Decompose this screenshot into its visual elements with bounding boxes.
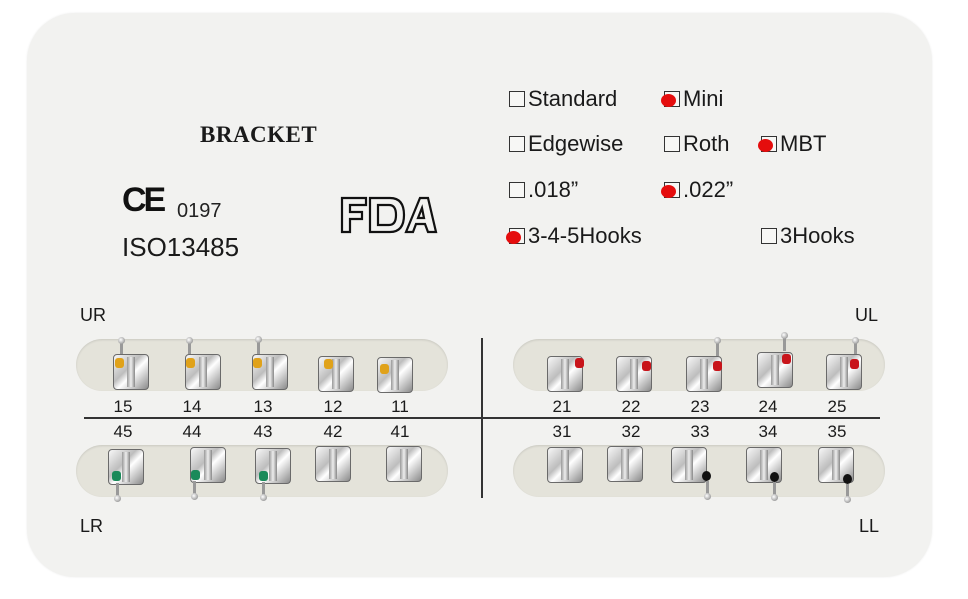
checkbox-checked-icon[interactable]: [661, 182, 680, 198]
iso-certification: ISO13485: [122, 232, 240, 262]
hook-icon: [771, 482, 778, 501]
hook-icon: [781, 332, 788, 351]
hook-icon: [255, 336, 262, 355]
color-id-dot: [253, 358, 262, 368]
tooth-number: 43: [253, 422, 273, 441]
checkbox-checked-icon[interactable]: [506, 228, 525, 244]
hook-icon: [186, 337, 193, 356]
bracket-35: [818, 447, 854, 483]
color-id-dot: [324, 359, 333, 369]
option-3-4-5-hooks[interactable]: 3-4-5Hooks: [506, 223, 642, 249]
tooth-number: 14: [182, 397, 202, 416]
bracket-32: [607, 446, 643, 482]
bracket-31: [547, 447, 583, 483]
hook-icon: [714, 337, 721, 356]
option-3-hooks[interactable]: 3Hooks: [761, 223, 855, 249]
tooth-number: 44: [182, 422, 202, 441]
tooth-number: 33: [690, 422, 710, 441]
hook-icon: [852, 337, 859, 356]
option-018[interactable]: .018”: [509, 177, 578, 203]
color-id-dot: [112, 471, 121, 481]
tooth-number: 24: [758, 397, 778, 416]
hook-icon: [704, 481, 711, 500]
color-id-dot: [713, 361, 722, 371]
color-id-dot: [380, 364, 389, 374]
tooth-number: 42: [323, 422, 343, 441]
tooth-number: 45: [113, 422, 133, 441]
checkbox-icon[interactable]: [509, 136, 525, 152]
checkbox-icon[interactable]: [509, 182, 525, 198]
quadrant-label-lr: LR: [80, 516, 104, 536]
tooth-number: 15: [113, 397, 133, 416]
checkbox-icon[interactable]: [509, 91, 525, 107]
hook-icon: [191, 481, 198, 500]
tooth-number: 11: [391, 397, 409, 416]
ce-number: 0197: [177, 200, 222, 222]
bracket-33: [671, 447, 707, 483]
checkbox-icon[interactable]: [761, 228, 777, 244]
bracket-43: [255, 448, 291, 484]
product-title: BRACKET: [200, 122, 318, 147]
option-022[interactable]: .022”: [661, 177, 733, 203]
color-id-dot: [843, 474, 852, 484]
tooth-number: 41: [390, 422, 410, 441]
midline-divider-vertical: [481, 338, 483, 498]
tooth-number: 35: [827, 422, 847, 441]
color-id-dot: [770, 472, 779, 482]
color-id-dot: [702, 471, 711, 481]
quadrant-label-ul: UL: [855, 305, 879, 325]
color-id-dot: [259, 471, 268, 481]
checkbox-icon[interactable]: [664, 136, 680, 152]
color-id-dot: [850, 359, 859, 369]
tooth-number: 21: [552, 397, 572, 416]
tooth-number: 34: [758, 422, 778, 441]
option-standard[interactable]: Standard: [509, 86, 617, 112]
color-id-dot: [191, 470, 200, 480]
ce-mark-icon: CE: [122, 181, 166, 219]
fda-logo-icon: [340, 194, 438, 241]
tooth-number: 31: [552, 422, 572, 441]
tooth-number: 32: [621, 422, 641, 441]
tooth-number: 22: [621, 397, 641, 416]
color-id-dot: [115, 358, 124, 368]
checkbox-checked-icon[interactable]: [758, 136, 777, 152]
tooth-number: 12: [323, 397, 343, 416]
hook-icon: [118, 337, 125, 356]
tooth-number: 23: [690, 397, 710, 416]
option-roth[interactable]: Roth: [664, 131, 729, 157]
color-id-dot: [186, 358, 195, 368]
tooth-number: 25: [827, 397, 847, 416]
option-edgewise[interactable]: Edgewise: [509, 131, 623, 157]
hook-icon: [844, 484, 851, 503]
hook-icon: [114, 483, 121, 502]
color-id-dot: [642, 361, 651, 371]
option-mbt[interactable]: MBT: [758, 131, 826, 157]
quadrant-label-ll: LL: [859, 516, 880, 536]
quadrant-label-ur: UR: [80, 305, 106, 325]
bracket-41: [386, 446, 422, 482]
bracket-42: [315, 446, 351, 482]
option-mini[interactable]: Mini: [661, 86, 723, 112]
checkbox-checked-icon[interactable]: [661, 91, 680, 107]
color-id-dot: [575, 358, 584, 368]
color-id-dot: [782, 354, 791, 364]
tooth-number: 13: [253, 397, 273, 416]
bracket-11: [377, 357, 413, 393]
hook-icon: [260, 482, 267, 501]
